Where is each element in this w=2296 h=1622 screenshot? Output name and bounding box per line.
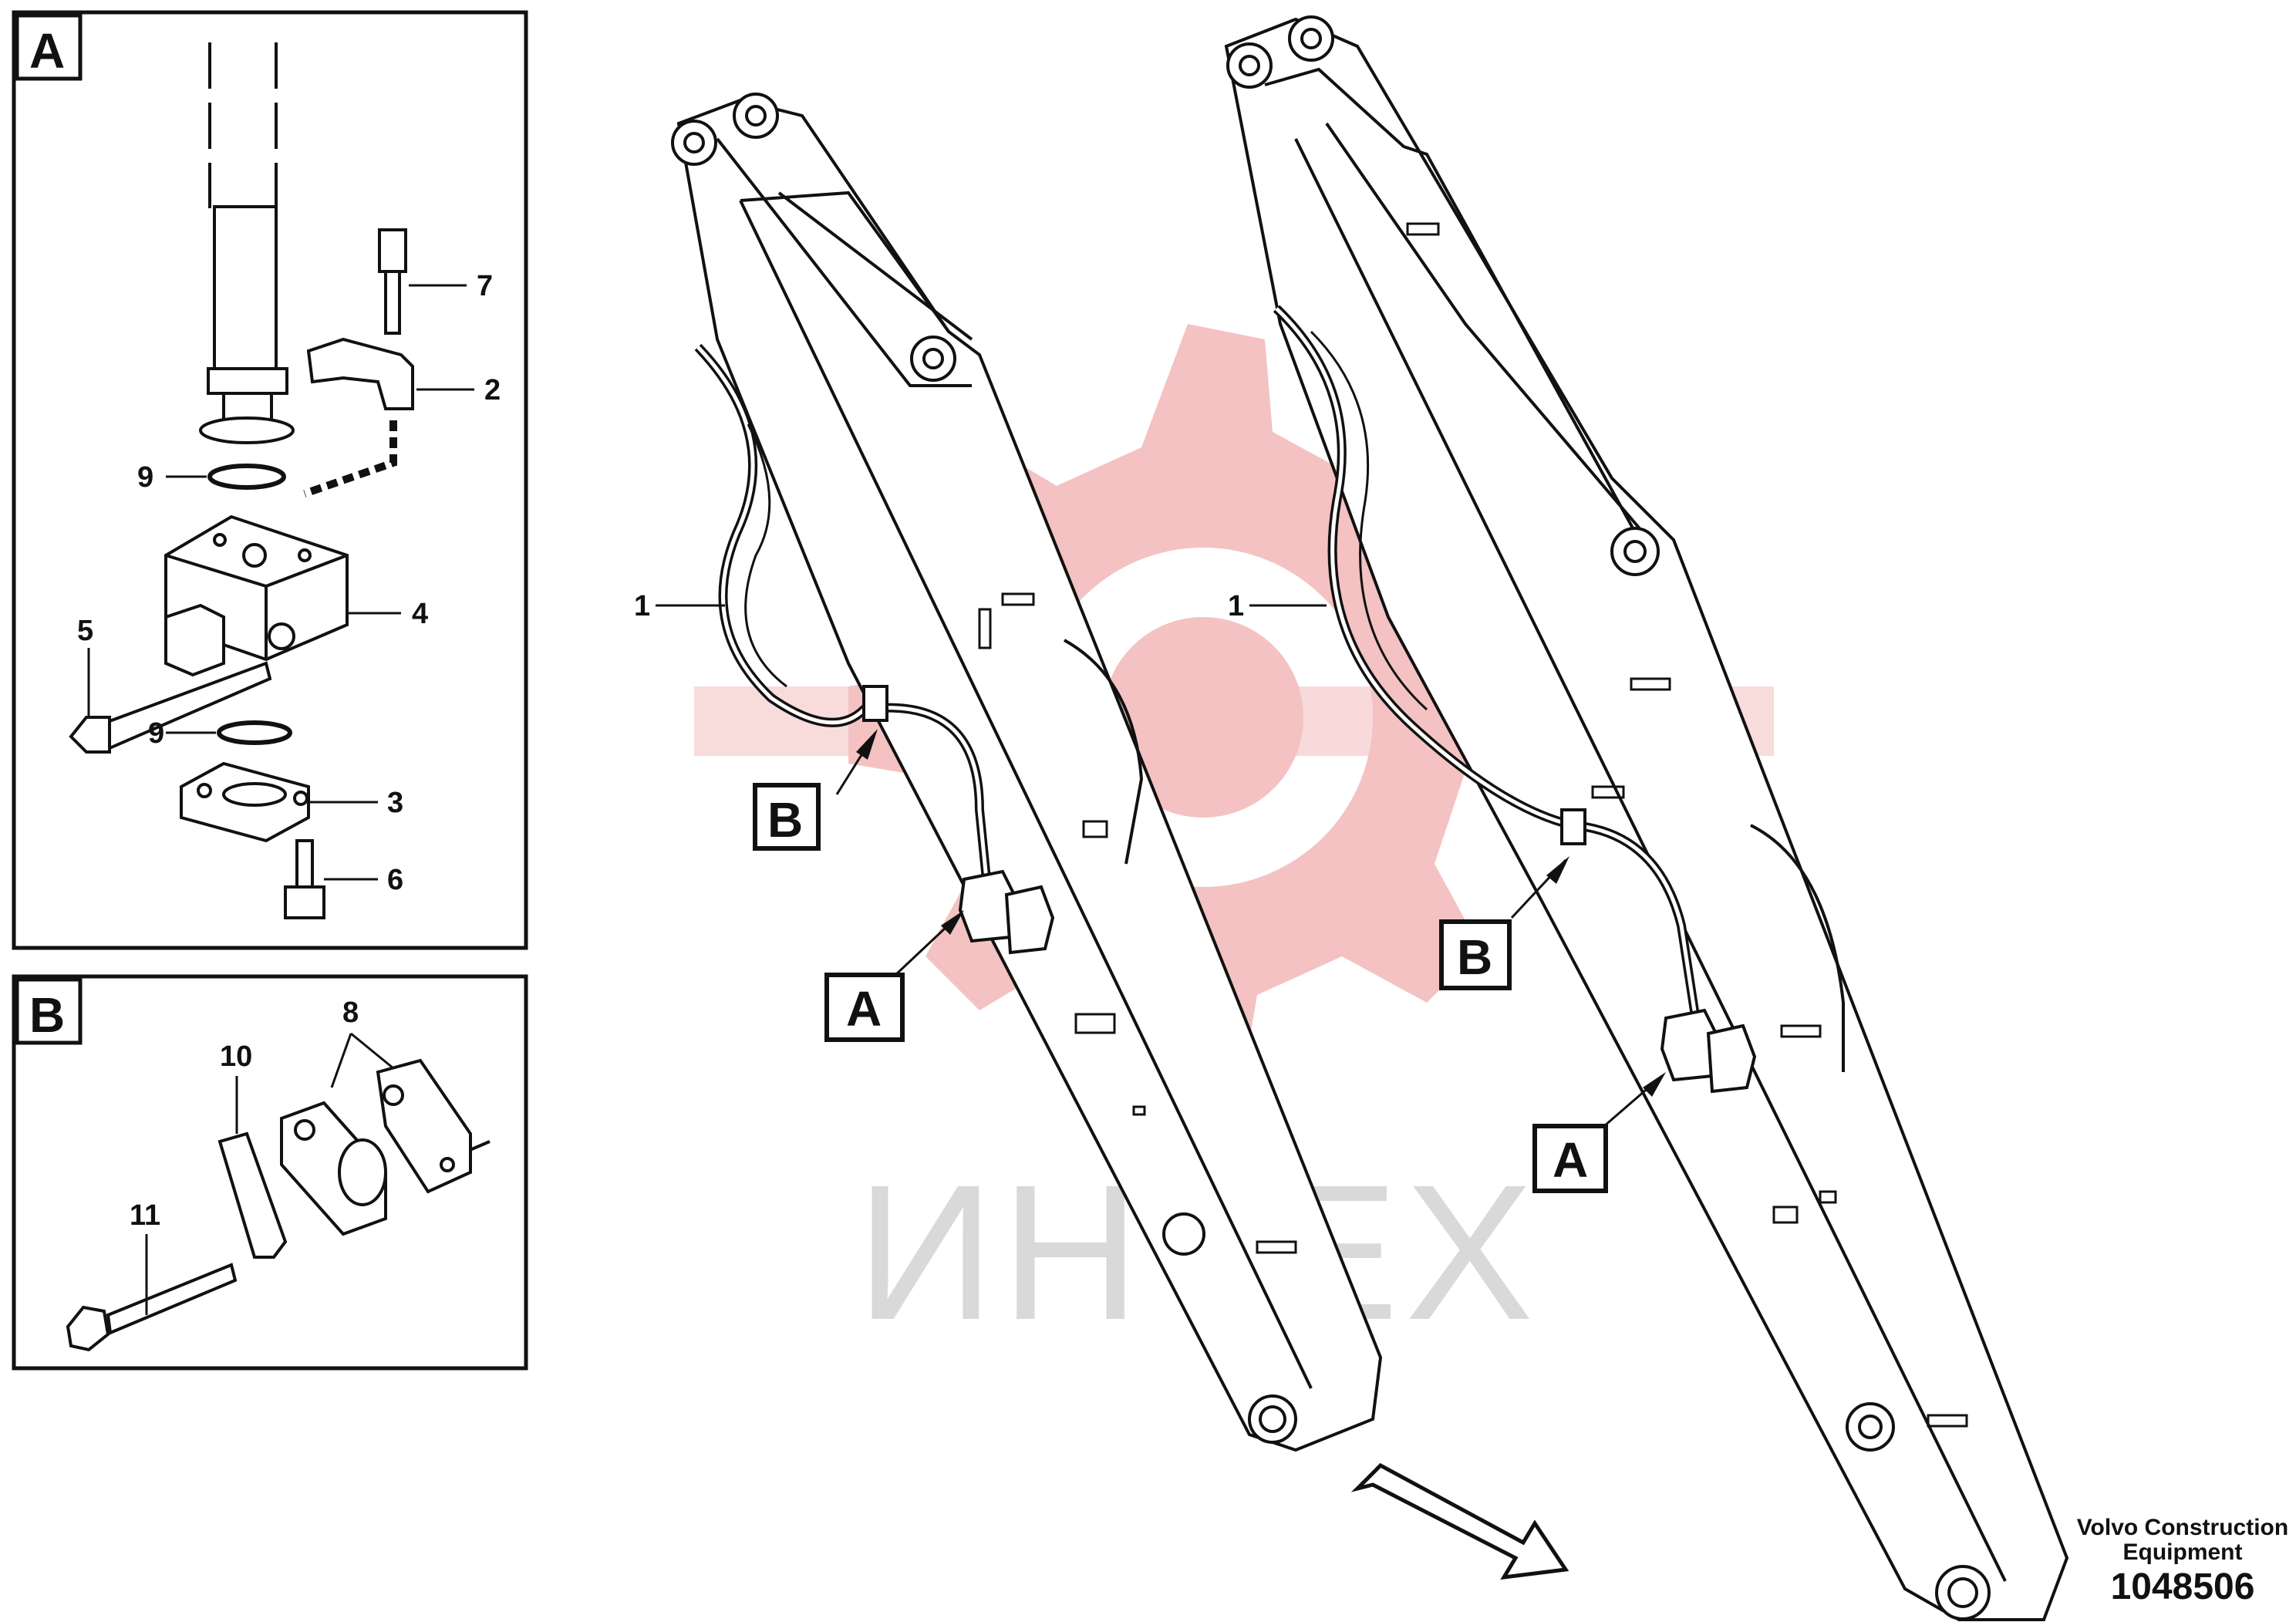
hose-end: [199, 42, 295, 444]
bolt-11: [66, 1263, 238, 1352]
flange-3: [180, 761, 310, 843]
callout-2: 2: [484, 374, 501, 406]
ref-b-left: B: [767, 792, 803, 848]
o-ring-upper: [207, 464, 286, 490]
callout-9-lower: 9: [148, 717, 164, 750]
brand-line2: Equipment: [2123, 1539, 2243, 1565]
detail-a-panel: A: [12, 10, 528, 950]
callout-3: 3: [387, 787, 403, 819]
hose-callout-right: 1: [1228, 590, 1244, 622]
detail-b-panel: B 8 10 11: [12, 974, 528, 1371]
screw-6: [284, 839, 325, 919]
direction-arrow: [1350, 1462, 1569, 1580]
callout-7: 7: [477, 270, 493, 302]
clamp-halves-8: [280, 1058, 472, 1236]
boom-left-callouts: 1 B A: [634, 590, 964, 1042]
valve-cluster-right: [1660, 1008, 1757, 1094]
callout-8: 8: [342, 996, 359, 1029]
detail-b-letter: B: [29, 987, 65, 1043]
o-ring-lower: [217, 720, 292, 745]
ref-b-right: B: [1457, 929, 1492, 985]
ref-a-right: A: [1553, 1132, 1588, 1188]
valve-block-4: [164, 514, 349, 677]
boom-left: [671, 93, 1383, 1452]
part-number: 1048506: [2111, 1566, 2255, 1607]
ref-a-left: A: [846, 981, 882, 1037]
detail-a-letter: A: [29, 23, 65, 79]
callout-6: 6: [387, 864, 403, 896]
bolt-5: [69, 661, 272, 754]
screw-7: [378, 228, 407, 335]
hose-callout-left: 1: [634, 590, 650, 622]
valve-cluster-left: [958, 869, 1055, 955]
callout-5: 5: [77, 615, 93, 647]
clamp-half-2: [306, 337, 414, 410]
brand-line1: Volvo Construction: [2077, 1515, 2288, 1540]
callout-10: 10: [220, 1040, 252, 1073]
boom-right: [1224, 15, 2069, 1621]
callout-4: 4: [412, 598, 428, 630]
lock-plate-10: [217, 1131, 288, 1259]
callout-9-upper: 9: [137, 461, 153, 494]
callout-11: 11: [130, 1199, 160, 1232]
boom-right-callouts: 1 B A: [1228, 590, 1666, 1193]
